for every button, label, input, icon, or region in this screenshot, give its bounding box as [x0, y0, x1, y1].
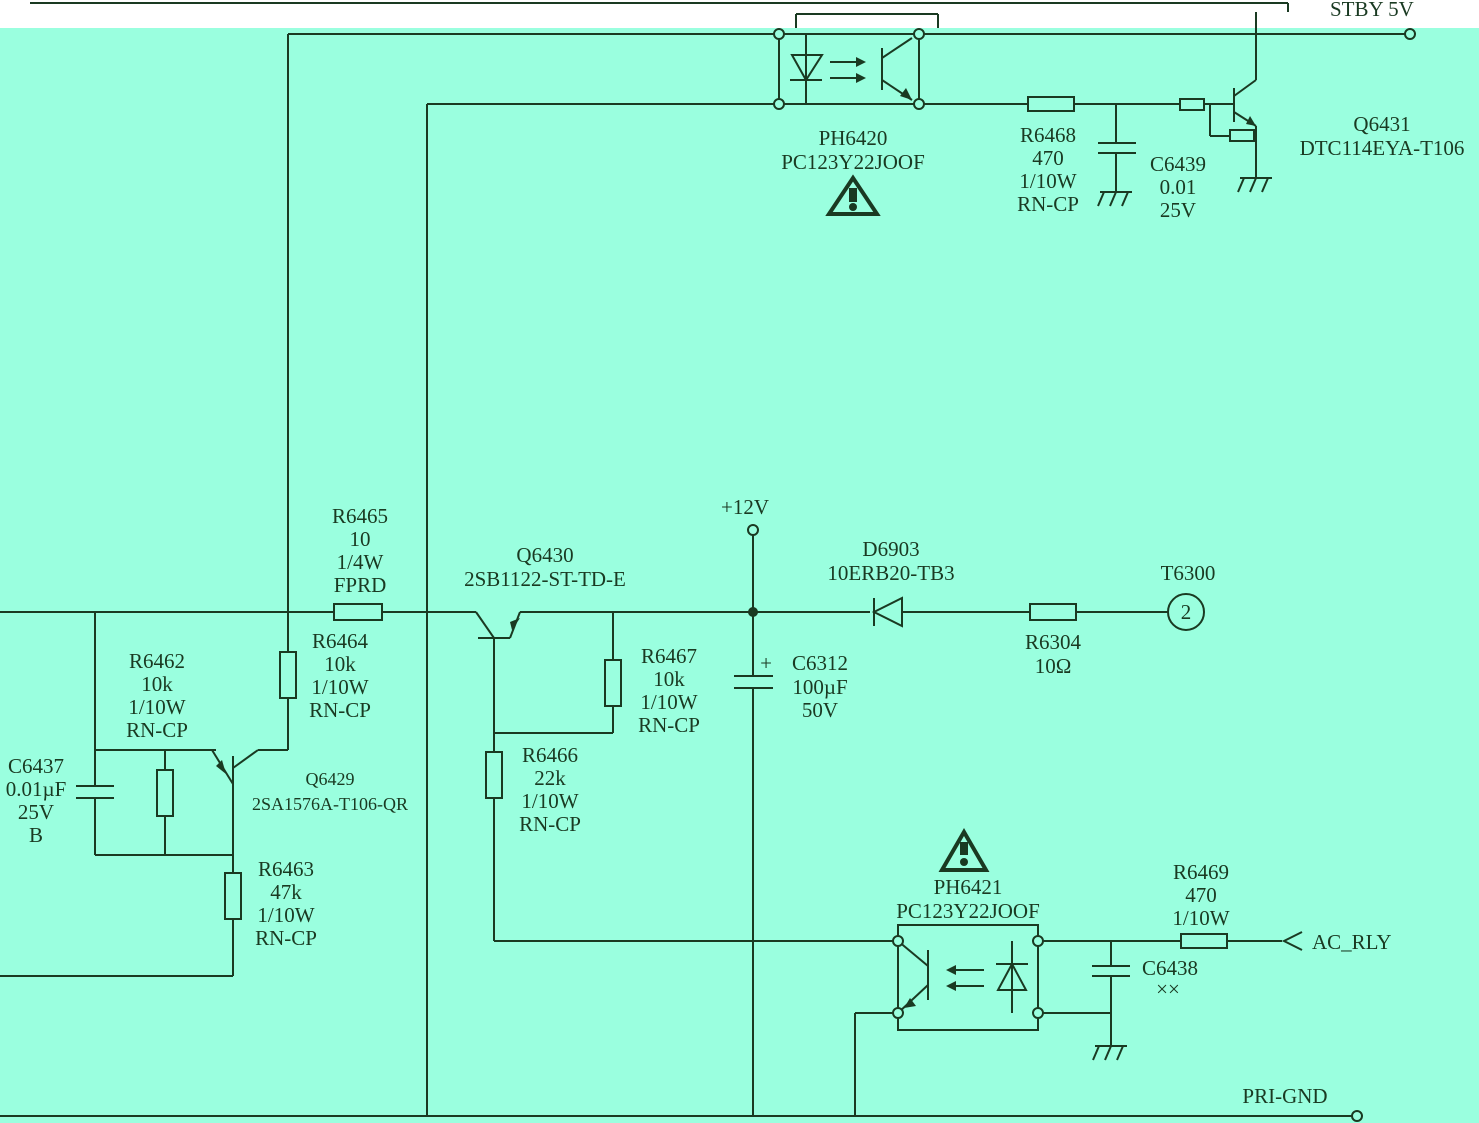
- r6466-type: RN-CP: [519, 812, 581, 836]
- warning-triangle-icon: [825, 174, 881, 216]
- r6466-power: 1/10W: [521, 789, 578, 813]
- c6437-value: 0.01µF: [6, 777, 67, 801]
- r6464-type: RN-CP: [309, 698, 371, 722]
- r6466-ref: R6466: [522, 743, 578, 767]
- r6463-type: RN-CP: [255, 926, 317, 950]
- r6462-power: 1/10W: [128, 695, 185, 719]
- transistor-q6429: [211, 749, 288, 873]
- c6437-type: B: [29, 823, 43, 847]
- net-label-pri-gnd: PRI-GND: [1242, 1084, 1327, 1108]
- c6437-voltage: 25V: [18, 800, 54, 824]
- net-label-plus12: +12V: [721, 495, 769, 519]
- ph6421-ref: PH6421: [934, 875, 1003, 899]
- t6300-ref: T6300: [1161, 561, 1216, 585]
- r6469-ref: R6469: [1173, 860, 1229, 884]
- r6462-value: 10k: [141, 672, 173, 696]
- c6312-voltage: 50V: [802, 698, 838, 722]
- capacitor-c6438: [1092, 941, 1130, 1061]
- r6304-value: 10Ω: [1035, 654, 1072, 678]
- warning-triangle-icon: [938, 828, 990, 872]
- r6469-value: 470: [1185, 883, 1217, 907]
- q6430-ref: Q6430: [516, 543, 573, 567]
- c6438-ref: C6438: [1142, 956, 1198, 980]
- r6304-ref: R6304: [1025, 630, 1082, 654]
- r6466-value: 22k: [534, 766, 566, 790]
- r6467-value: 10k: [653, 667, 685, 691]
- diode-d6903: [871, 596, 1030, 628]
- q6431-ref: Q6431: [1353, 112, 1410, 136]
- c6437-ref: C6437: [8, 754, 64, 778]
- r6467-type: RN-CP: [638, 713, 700, 737]
- ph6420-value: PC123Y22JOOF: [781, 150, 925, 174]
- photocoupler-ph6420: [773, 13, 939, 110]
- q6429-value: 2SA1576A-T106-QR: [252, 794, 408, 814]
- capacitor-c6439: [1097, 104, 1136, 207]
- c6438-value: ××: [1156, 977, 1180, 1001]
- r6468-value: 470: [1032, 146, 1064, 170]
- plus12-terminal: [747, 524, 759, 536]
- q6430-value: 2SB1122-ST-TD-E: [464, 567, 626, 591]
- c6439-value: 0.01: [1160, 175, 1197, 199]
- d6903-value: 10ERB20-TB3: [827, 561, 954, 585]
- r6467-ref: R6467: [641, 644, 697, 668]
- r6463-power: 1/10W: [257, 903, 314, 927]
- r6468-ref: R6468: [1020, 123, 1076, 147]
- c6312-value: 100µF: [792, 675, 847, 699]
- r6467-power: 1/10W: [640, 690, 697, 714]
- pri-gnd-terminal: [1351, 1110, 1363, 1122]
- ph6420-ref: PH6420: [819, 126, 888, 150]
- d6903-ref: D6903: [862, 537, 919, 561]
- connector-arrow-ac-rly: [1281, 931, 1303, 951]
- t6300-pin: 2: [1181, 600, 1192, 624]
- r6464-value: 10k: [324, 652, 356, 676]
- r6468-type: RN-CP: [1017, 192, 1079, 216]
- r6463-ref: R6463: [258, 857, 314, 881]
- r6462-ref: R6462: [129, 649, 185, 673]
- c6439-voltage: 25V: [1160, 198, 1196, 222]
- net-label-ac-rly: AC_RLY: [1312, 930, 1392, 954]
- c6439-ref: C6439: [1150, 152, 1206, 176]
- r6465-power: 1/4W: [337, 550, 384, 574]
- q6429-ref: Q6429: [306, 769, 355, 789]
- r6468-power: 1/10W: [1019, 169, 1076, 193]
- capacitor-c6312: [734, 675, 773, 1116]
- stby-terminal: [1404, 28, 1416, 40]
- r6462-type: RN-CP: [126, 718, 188, 742]
- r6463-value: 47k: [270, 880, 302, 904]
- transistor-q6431: [1179, 12, 1272, 193]
- ph6421-value: PC123Y22JOOF: [896, 899, 1040, 923]
- junction-dot: [748, 607, 758, 617]
- r6465-ref: R6465: [332, 504, 388, 528]
- r6469-power: 1/10W: [1172, 906, 1229, 930]
- r6464-ref: R6464: [312, 629, 369, 653]
- c6312-ref: C6312: [792, 651, 848, 675]
- net-label-stby: STBY 5V: [1330, 0, 1414, 21]
- r6464-power: 1/10W: [311, 675, 368, 699]
- transformer-pin-t6300: [1167, 593, 1205, 631]
- c6312-polarity: +: [760, 651, 772, 675]
- q6431-value: DTC114EYA-T106: [1300, 136, 1465, 160]
- schematic-background: [0, 28, 1479, 1123]
- r6465-type: FPRD: [334, 573, 387, 597]
- r6465-value: 10: [350, 527, 371, 551]
